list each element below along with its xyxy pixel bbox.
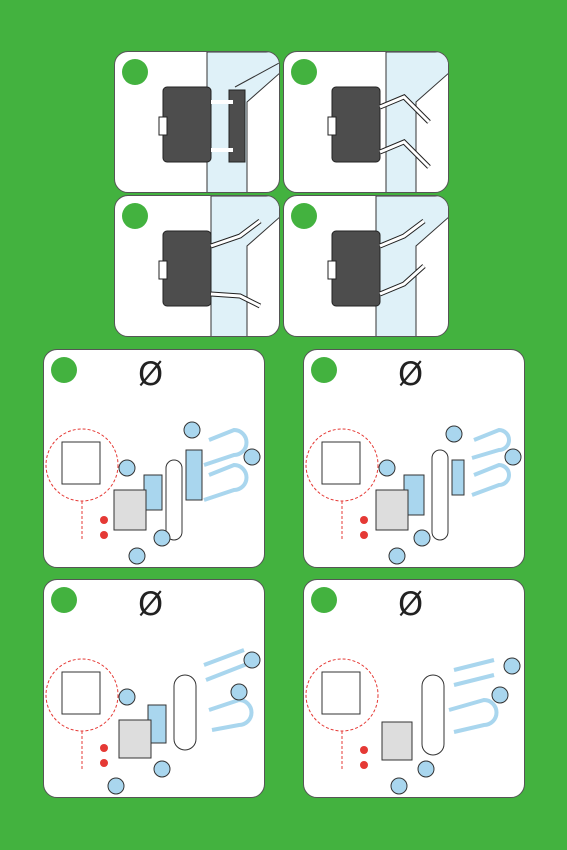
wall-mount-panel-4: [283, 195, 449, 337]
wall-mount-panel-2: [283, 51, 449, 193]
wall-mount-illustration-4: [284, 196, 449, 337]
wall-mount-panel-3: [114, 195, 280, 337]
pole-mount-illustration-3: [44, 580, 265, 798]
pole-mount-panel-3: Ø: [43, 579, 265, 798]
pole-mount-illustration-1: [44, 350, 265, 568]
pole-mount-panel-4: Ø: [303, 579, 525, 798]
pole-mount-illustration-2: [304, 350, 525, 568]
wall-mount-illustration-1: [115, 52, 280, 193]
pole-mount-panel-2: Ø: [303, 349, 525, 568]
pole-mount-panel-1: Ø: [43, 349, 265, 568]
wall-mount-illustration-3: [115, 196, 280, 337]
pole-mount-illustration-4: [304, 580, 525, 798]
wall-mount-illustration-2: [284, 52, 449, 193]
wall-mount-panel-1: [114, 51, 280, 193]
